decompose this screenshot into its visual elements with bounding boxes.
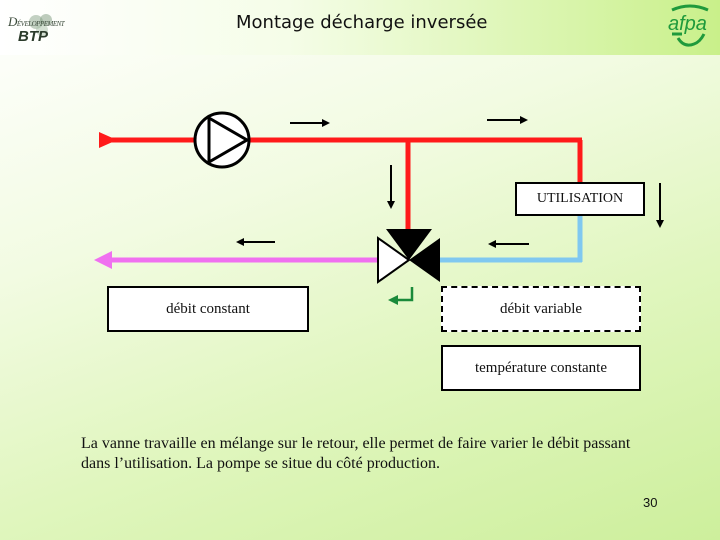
debit-variable-box: débit variable xyxy=(441,286,641,332)
debit-constant-box: débit constant xyxy=(107,286,309,332)
page-number: 30 xyxy=(643,495,658,510)
afpa-logo-text: afpa xyxy=(668,13,707,35)
supply-inlet-marker xyxy=(99,132,117,148)
page-title: Montage décharge inversée xyxy=(236,12,488,33)
header-band xyxy=(0,0,720,55)
temperature-constante-box: température constante xyxy=(441,345,641,391)
diagram-caption: La vanne travaille en mélange sur le ret… xyxy=(81,435,631,472)
logo-left-top-text: DÉVELOPPEMENT xyxy=(8,14,65,29)
logo-mark-icon xyxy=(29,14,52,36)
three-way-valve-icon xyxy=(377,229,440,284)
valve-actuator-icon xyxy=(395,287,414,302)
return-outlet-marker xyxy=(94,251,112,269)
pump-icon xyxy=(193,111,251,169)
afpa-logo-icon: afpa xyxy=(668,4,709,47)
utilisation-box: UTILISATION xyxy=(515,182,645,216)
developpement-btp-logo: DÉVELOPPEMENT BTP xyxy=(6,10,70,46)
logo-left-bottom-text: BTP xyxy=(18,28,48,45)
afpa-logo: afpa xyxy=(664,4,716,50)
